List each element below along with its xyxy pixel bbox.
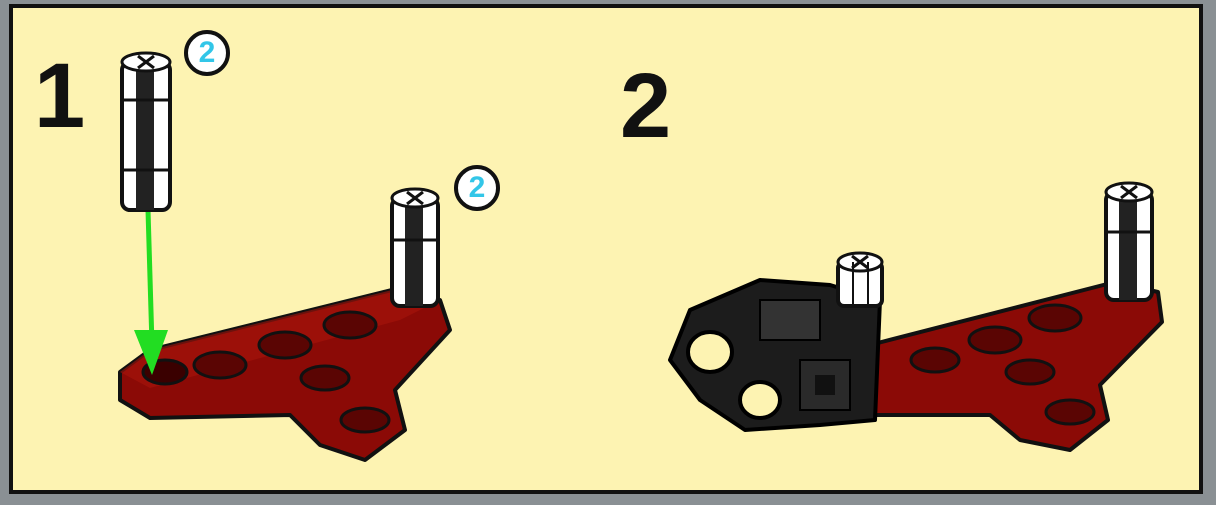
step1-axle-pin-floating — [122, 53, 170, 210]
step1-axle-pin-inserted — [392, 189, 438, 306]
quantity-badge-axle-1: 2 — [184, 30, 230, 76]
step2-axle-pin — [1106, 183, 1152, 300]
step1-triangle-plate — [120, 288, 450, 460]
step-number-2: 2 — [620, 60, 671, 152]
quantity-badge-axle-2: 2 — [454, 165, 500, 211]
step2-triangle-plate — [840, 282, 1162, 450]
step-number-1: 1 — [34, 50, 85, 142]
step2-short-pin — [838, 253, 882, 306]
